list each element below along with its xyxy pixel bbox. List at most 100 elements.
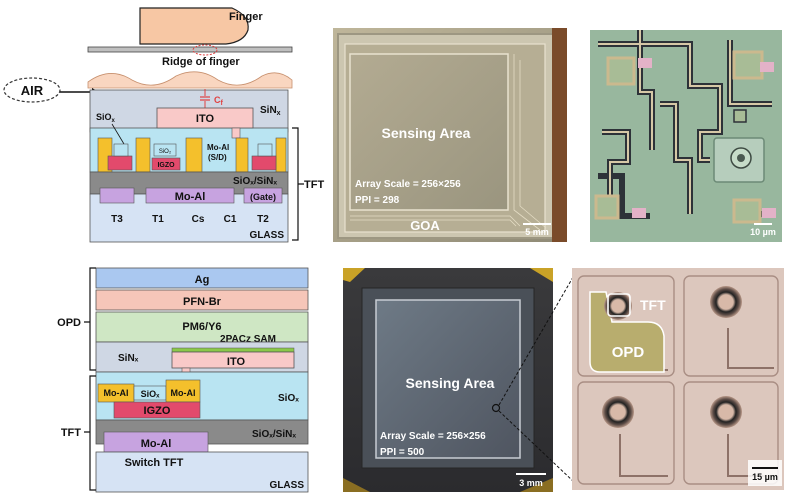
top-micro-pad-4 bbox=[732, 198, 762, 224]
gate-t2 bbox=[243, 187, 283, 204]
bottom-micro-cells bbox=[577, 275, 779, 485]
ag-layer bbox=[95, 267, 309, 289]
top-goa-lines bbox=[350, 54, 547, 231]
switch-tft-label: Switch TFT bbox=[125, 457, 184, 469]
igzo-2 bbox=[151, 157, 181, 171]
top-sensing-label: Sensing Area bbox=[382, 125, 471, 141]
siox-inner-label: SiOₓ bbox=[141, 389, 161, 399]
top-photo-edge bbox=[552, 28, 567, 242]
sd-block-4 bbox=[235, 137, 249, 173]
top-micrograph: 10 µm bbox=[590, 30, 782, 242]
micro-ring-1 bbox=[604, 292, 632, 320]
cover-plate bbox=[87, 46, 293, 53]
bottom-sinx-label: SiNₓ bbox=[118, 353, 139, 364]
cf-label: Cf bbox=[214, 95, 224, 107]
top-scale-text: 5 mm bbox=[525, 227, 549, 237]
top-micro-via-2 bbox=[733, 109, 747, 123]
zoom-line-bottom bbox=[498, 410, 575, 483]
bottom-gate-insulator-label: SiOₓ/SiNₓ bbox=[252, 429, 296, 440]
cs-label: Cs bbox=[192, 214, 205, 225]
sio2-cap-1 bbox=[113, 143, 129, 157]
top-goa-label: GOA bbox=[410, 218, 440, 233]
ito-electrode bbox=[156, 107, 254, 129]
top-micro-pad-3 bbox=[594, 194, 620, 220]
bottom-ppi: PPI = 500 bbox=[380, 447, 425, 458]
gate-label: (Gate) bbox=[250, 192, 276, 202]
ag-label: Ag bbox=[195, 274, 210, 286]
pm6-layer bbox=[95, 311, 309, 343]
glass-label: GLASS bbox=[250, 230, 285, 241]
bottom-ito-label: ITO bbox=[227, 356, 246, 368]
bottom-ito bbox=[171, 351, 295, 369]
ridge-marker bbox=[192, 44, 218, 56]
micro-opd-label: OPD bbox=[612, 344, 645, 361]
bottom-tft-label: TFT bbox=[61, 427, 81, 439]
micro-scale-text: 15 µm bbox=[752, 472, 778, 482]
micro-ring-2 bbox=[710, 286, 742, 318]
sio2-cap-2 bbox=[153, 143, 177, 157]
pfn-label: PFN-Br bbox=[183, 296, 222, 308]
igzo-3 bbox=[251, 155, 277, 171]
micro-ring-4 bbox=[710, 396, 742, 428]
top-micro-pad-1 bbox=[606, 56, 636, 86]
moal-sd-label: Mo-Al bbox=[207, 143, 229, 152]
sd-block-3 bbox=[185, 137, 203, 173]
gate-moal bbox=[145, 187, 235, 204]
bottom-photo-yellow-tl bbox=[343, 268, 365, 282]
sio2-cap-3 bbox=[257, 143, 273, 157]
ito-via bbox=[231, 127, 241, 139]
top-micro-pink-1 bbox=[638, 58, 652, 68]
top-array-scale: Array Scale = 256×256 bbox=[355, 179, 461, 190]
bottom-schematic: Ag PFN-Br PM6/Y6 2PACz SAM SiNₓ ITO SiOₓ… bbox=[57, 267, 309, 493]
c1-label: C1 bbox=[224, 214, 237, 225]
top-sensing-area bbox=[349, 53, 509, 211]
gate-insulator-label: SiOₓ/SiNₓ bbox=[233, 176, 277, 187]
sam-layer bbox=[171, 347, 295, 353]
micro-ring-3 bbox=[602, 396, 634, 428]
top-micro-pink-2 bbox=[760, 62, 774, 72]
sd-block-5 bbox=[275, 137, 287, 173]
opd-label: OPD bbox=[57, 317, 81, 329]
zoom-marker bbox=[491, 403, 501, 413]
finger-shape bbox=[139, 7, 249, 45]
bottom-scale-text: 3 mm bbox=[519, 478, 543, 488]
bottom-sensing-area bbox=[375, 299, 521, 459]
siox-label: SiOx bbox=[96, 112, 116, 124]
top-ppi: PPI = 298 bbox=[355, 195, 400, 206]
micro-scale-bg bbox=[748, 460, 782, 486]
igzo-label: IGZO bbox=[157, 162, 175, 169]
tft-highlight bbox=[607, 293, 631, 317]
bottom-igzo bbox=[113, 401, 201, 419]
air-label: AIR bbox=[21, 83, 44, 98]
top-schematic: Finger Ridge of finger AIR SiNx Cf ITO S… bbox=[3, 7, 324, 243]
siox-pointer bbox=[111, 123, 125, 145]
gate-t3 bbox=[99, 187, 135, 204]
tft-label: TFT bbox=[304, 179, 324, 191]
t3-label: T3 bbox=[111, 214, 123, 225]
air-ellipse bbox=[3, 77, 61, 103]
micro-tft-label: TFT bbox=[640, 297, 666, 313]
bottom-photo-yellow-br bbox=[520, 478, 553, 492]
bottom-array-scale: Array Scale = 256×256 bbox=[380, 431, 486, 442]
pm6-label: PM6/Y6 bbox=[182, 321, 221, 333]
top-photo: Sensing Area Array Scale = 256×256 PPI =… bbox=[333, 28, 567, 242]
bottom-photo-yellow-tr bbox=[530, 268, 553, 282]
bottom-glass bbox=[95, 451, 309, 493]
bottom-photo: Sensing Area Array Scale = 256×256 PPI =… bbox=[343, 268, 553, 492]
bottom-siox-label: SiOₓ bbox=[278, 393, 299, 404]
bottom-micrograph: TFT OPD 15 µm bbox=[572, 268, 784, 490]
sio2-label: SiO₂ bbox=[159, 149, 172, 155]
igzo-1 bbox=[107, 155, 133, 171]
bottom-glass-label: GLASS bbox=[270, 480, 305, 491]
bottom-sensing-label: Sensing Area bbox=[406, 375, 495, 391]
bottom-photo-yellow-bl bbox=[343, 478, 370, 492]
sd-block-2 bbox=[135, 137, 151, 173]
zoom-line-top bbox=[498, 271, 577, 406]
t1-label: T1 bbox=[152, 214, 164, 225]
ridge-wave bbox=[87, 71, 293, 89]
pfn-layer bbox=[95, 289, 309, 311]
finger-label: Finger bbox=[229, 11, 263, 23]
top-micro-pink-4 bbox=[762, 208, 776, 218]
top-micro-pink-3 bbox=[632, 208, 646, 218]
